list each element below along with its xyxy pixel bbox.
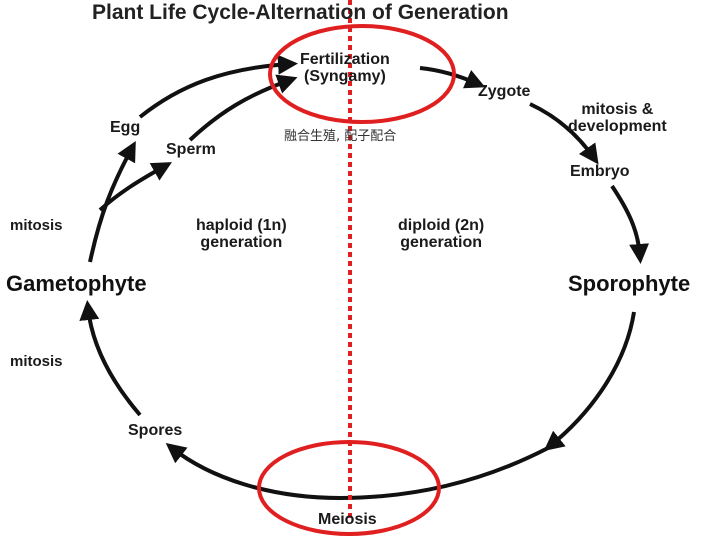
- arrow-egg-to-fertilization: [138, 54, 298, 119]
- arrow-embryo-to-sporophyte: [610, 184, 650, 264]
- meiosis-highlight-ellipse: [257, 440, 441, 536]
- arrow-spores-to-gametophyte: [79, 300, 142, 417]
- arrow-gametophyte-to-egg: [88, 140, 136, 263]
- fertilization-chinese-annotation: 融合生殖, 配子配合: [284, 129, 397, 144]
- diagram-title: Plant Life Cycle-Alternation of Generati…: [92, 1, 509, 24]
- embryo-label: Embryo: [570, 163, 630, 180]
- diploid-generation-label: diploid (2n) generation: [398, 217, 485, 251]
- mitosis-development-label: mitosis & development: [568, 101, 667, 135]
- fertilization-label: Fertilization (Syngamy): [300, 51, 390, 85]
- mitosis-lower-label: mitosis: [10, 353, 63, 370]
- zygote-label: Zygote: [478, 83, 531, 100]
- gametophyte-label: Gametophyte: [6, 271, 147, 296]
- arrow-zygote-to-embryo: [529, 102, 599, 165]
- meiosis-label: Meiosis: [318, 511, 377, 528]
- arrow-fertilization-to-zygote: [419, 66, 486, 89]
- mitosis-upper-label: mitosis: [10, 217, 63, 234]
- sporophyte-label: Sporophyte: [568, 271, 691, 296]
- arrow-gametophyte-to-sperm: [98, 162, 172, 212]
- haploid-generation-label: haploid (1n) generation: [196, 217, 287, 251]
- sperm-label: Sperm: [166, 141, 216, 158]
- egg-label: Egg: [110, 119, 141, 136]
- fertilization-highlight-ellipse: [268, 24, 456, 124]
- arrow-sporophyte-to-meiosis: [543, 311, 636, 451]
- arrow-sperm-to-fertilization: [188, 74, 298, 142]
- arrow-meiosis-to-spores: [165, 443, 549, 501]
- spores-label: Spores: [128, 422, 183, 439]
